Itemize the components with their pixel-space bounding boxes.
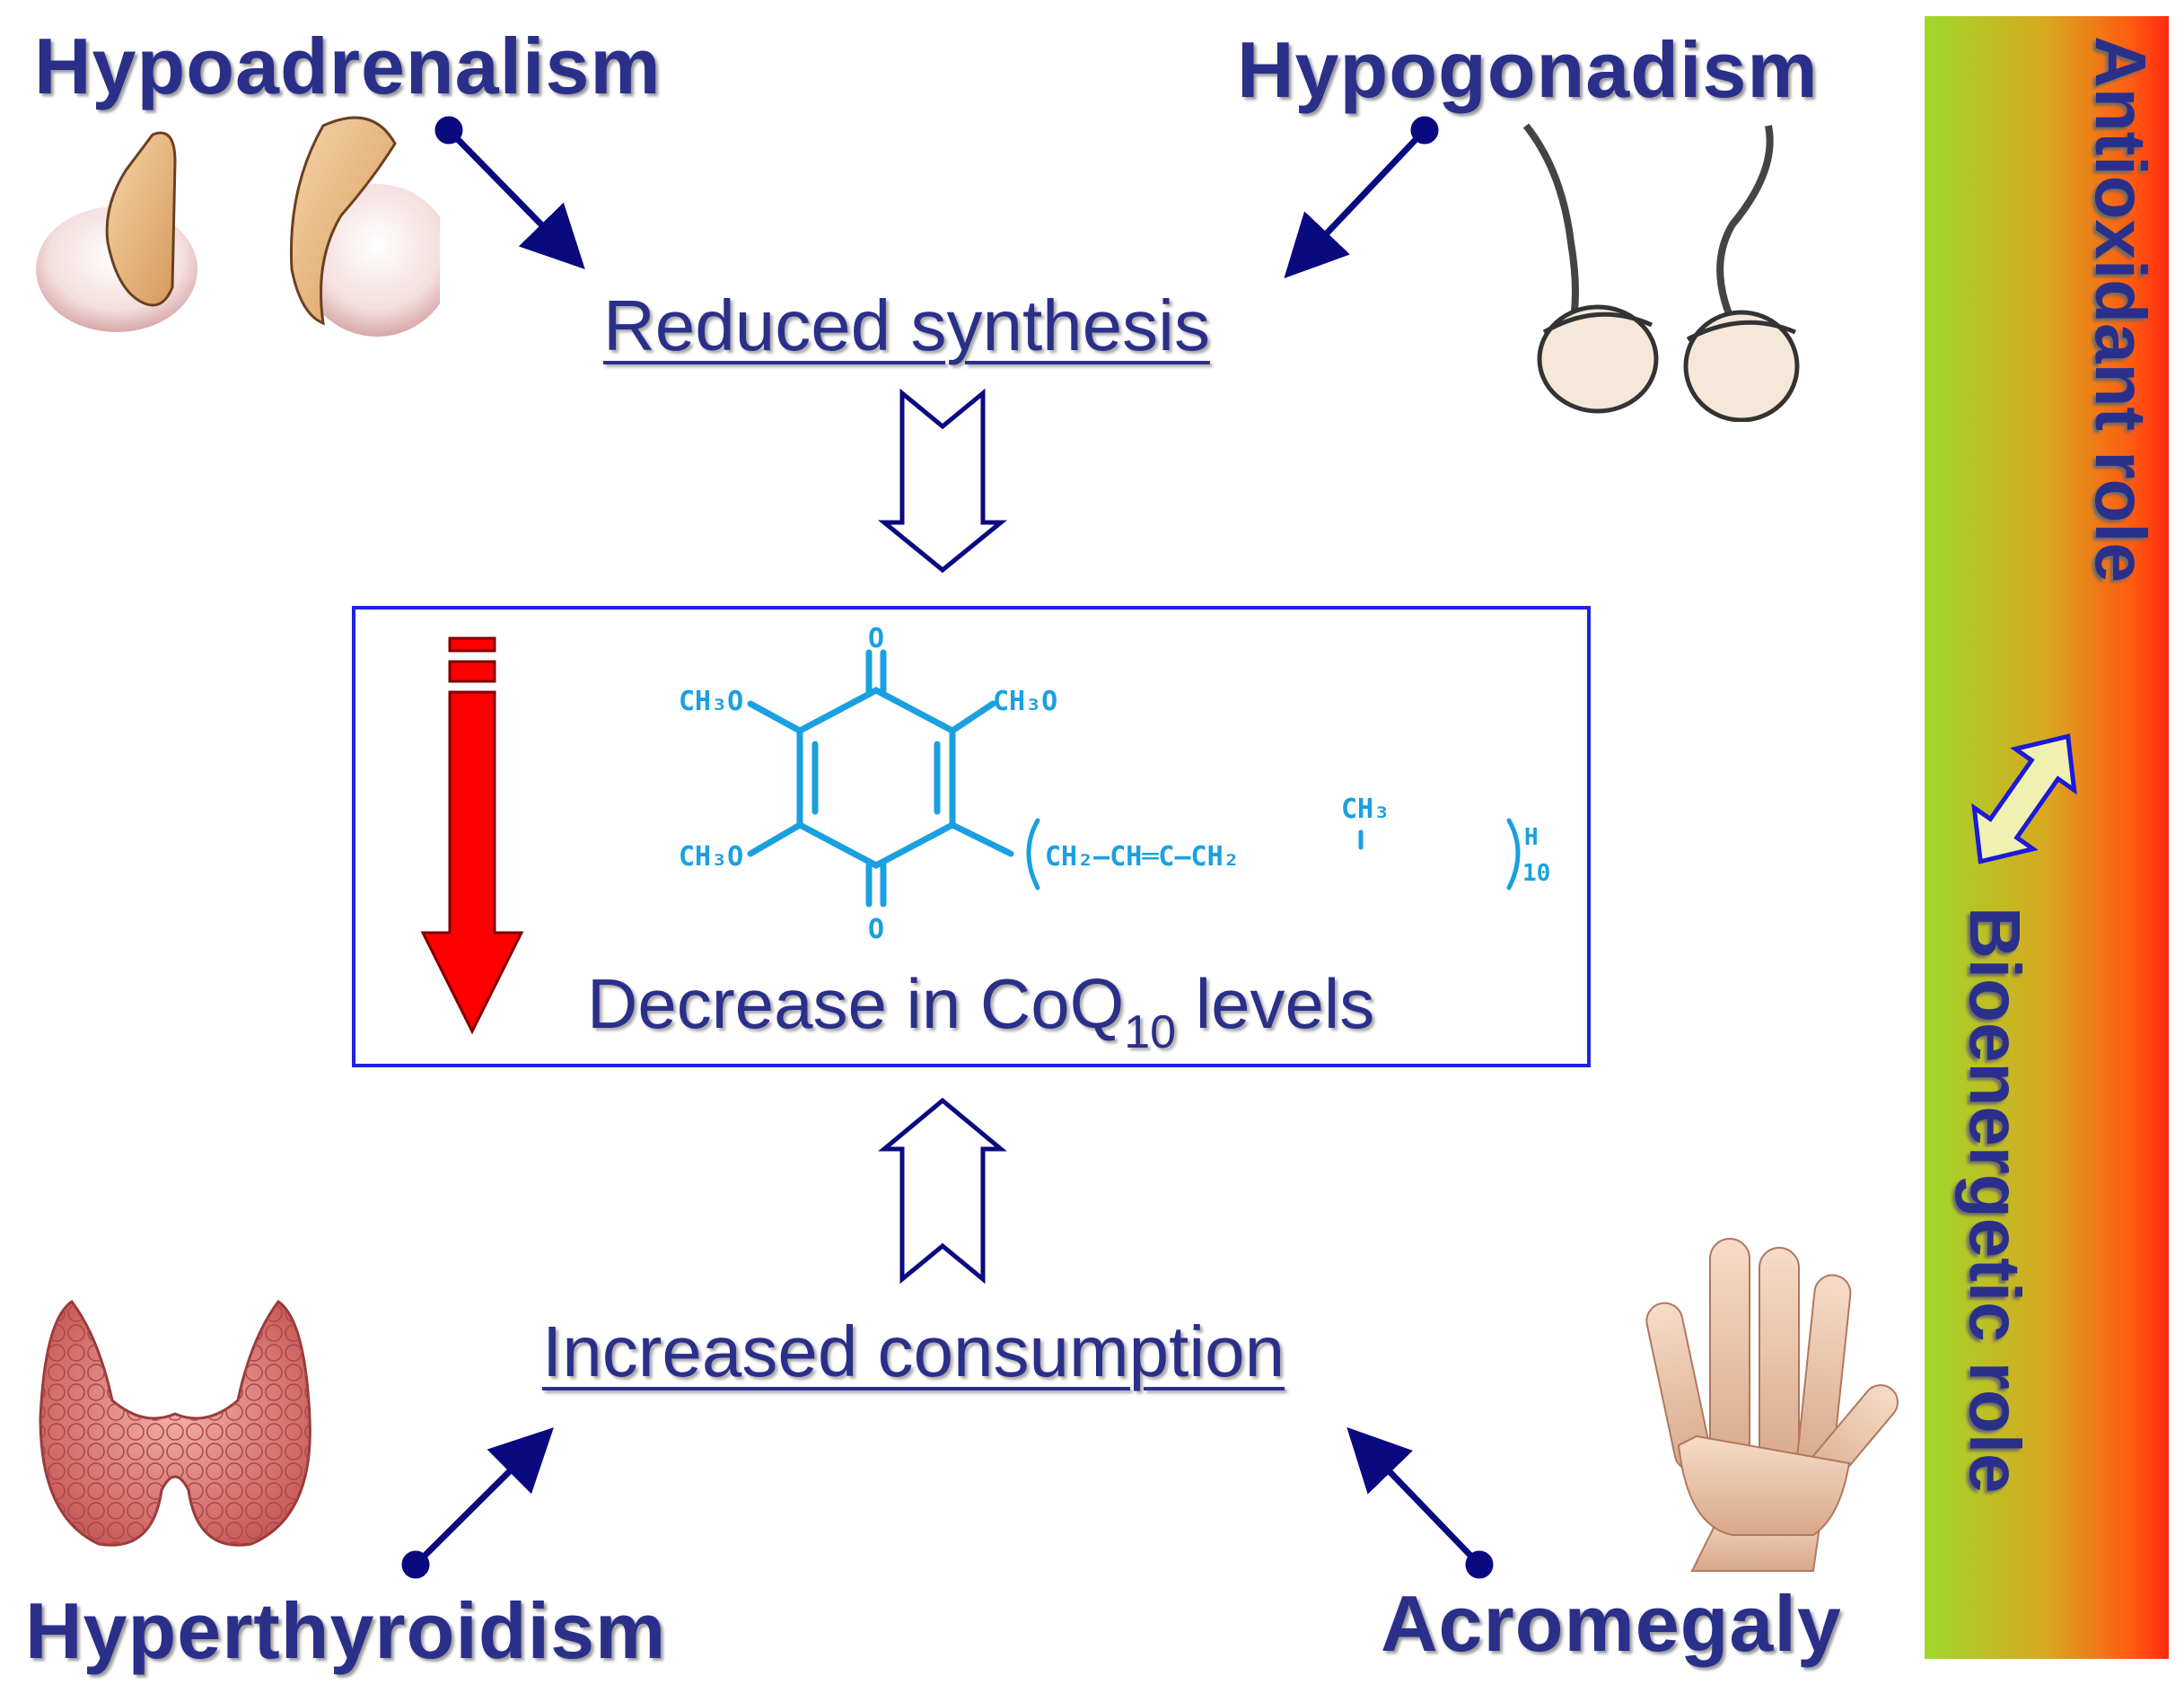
increased-consumption-label: Increased consumption [542,1311,1285,1391]
double-arrow-icon [1971,733,2077,864]
coq10-molecule: O O CH₃O CH₃O CH₃O CH₃ CH₂—CH═C—CH₂ H 10 [679,623,1550,945]
molecule-chain-n: 10 [1522,860,1550,887]
decrease-label-suffix: levels [1176,964,1375,1043]
hollow-up-arrow [878,1097,1007,1285]
decrease-label-prefix: Decrease in CoQ [587,964,1125,1043]
molecule-methoxy-tl: CH₃O [679,686,743,717]
red-down-arrow-icon [420,636,524,1035]
molecule-chain-methyl: CH₃ [1341,794,1390,825]
arrow-hyperthyroidism [413,1427,554,1567]
hypoadrenalism-label: Hypoadrenalism [34,22,662,110]
adrenal-gland-icon [36,116,440,337]
hollow-down-arrow [877,388,1008,574]
coq10-box: O O CH₃O CH₃O CH₃O CH₃ CH₂—CH═C—CH₂ H 10… [352,606,1591,1067]
arrow-hypoadrenalism [446,127,585,270]
thyroid-gland-icon [39,1299,311,1547]
hyperthyroidism-label: Hyperthyroidism [25,1586,667,1675]
arrow-hypogonadism [1284,127,1427,279]
antioxidant-role-label: Antioxidant role [2081,36,2161,583]
molecule-chain: CH₂—CH═C—CH₂ [1045,841,1240,873]
molecule-o-bottom: O [868,914,884,945]
hypogonadism-label: Hypogonadism [1237,25,1819,114]
molecule-o-top: O [868,623,884,654]
bioenergetic-role-label: Bioenergetic role [1955,907,2035,1494]
arrow-acromegaly [1346,1426,1482,1567]
testes-icon [1522,123,1800,422]
molecule-chain-h: H [1524,824,1539,851]
molecule-methoxy-tr: CH₃O [993,686,1057,717]
role-gradient-bar [1925,16,2169,1659]
acromegaly-label: Acromegaly [1381,1579,1842,1668]
molecule-methoxy-bl: CH₃O [679,841,743,873]
decrease-coq10-label: Decrease in CoQ10 levels [587,969,1374,1056]
decrease-label-sub: 10 [1124,1006,1177,1058]
reduced-synthesis-label: Reduced synthesis [603,285,1210,365]
hand-icon [1645,1238,1899,1572]
